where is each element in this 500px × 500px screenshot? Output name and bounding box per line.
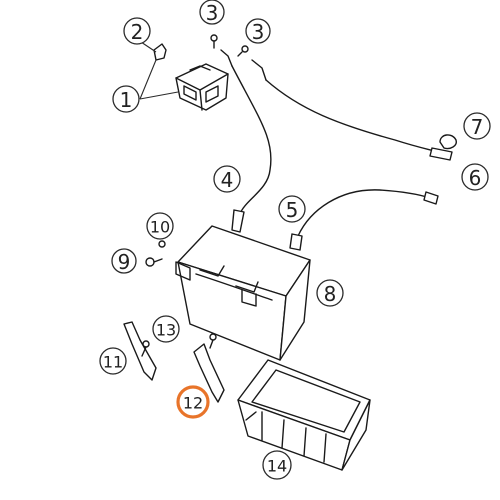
svg-text:12: 12 (183, 394, 203, 413)
callout-13: 13 (152, 315, 180, 343)
callout-14: 14 (262, 450, 292, 480)
part-strap-12 (193, 333, 225, 403)
callout-1: 1 (112, 85, 140, 113)
part-relay-block (175, 63, 229, 111)
callout-3-left: 3 (199, 0, 225, 25)
svg-text:11: 11 (103, 353, 123, 372)
callout-6: 6 (461, 163, 489, 191)
part-washer-10 (158, 240, 166, 248)
svg-text:4: 4 (221, 168, 234, 192)
callout-9: 9 (111, 248, 137, 274)
svg-text:13: 13 (156, 321, 176, 340)
svg-text:7: 7 (471, 115, 484, 139)
part-screw-top-right (237, 45, 249, 57)
svg-text:8: 8 (324, 282, 337, 306)
svg-text:2: 2 (131, 20, 144, 44)
part-cap (439, 134, 457, 150)
part-screw-13 (141, 340, 150, 357)
svg-text:6: 6 (469, 166, 482, 190)
part-clip (153, 43, 167, 61)
callout-4: 4 (213, 165, 241, 193)
part-strap-11 (123, 321, 157, 381)
callout-10: 10 (146, 212, 174, 240)
svg-text:14: 14 (267, 457, 287, 476)
callout-5: 5 (278, 195, 306, 223)
svg-text:10: 10 (150, 218, 170, 237)
callout-12: 12 (176, 385, 210, 419)
part-screw-9 (145, 257, 163, 267)
svg-text:9: 9 (118, 250, 131, 274)
svg-text:3: 3 (206, 1, 219, 25)
callout-2: 2 (123, 17, 151, 45)
callout-7: 7 (463, 112, 491, 140)
svg-text:3: 3 (252, 20, 265, 44)
part-cable-5 (289, 189, 439, 251)
callout-11: 11 (99, 347, 127, 375)
part-battery (175, 225, 311, 361)
callout-8: 8 (316, 279, 344, 307)
part-cable-negative (251, 59, 453, 161)
callout-3-right: 3 (245, 18, 271, 44)
svg-text:5: 5 (286, 198, 299, 222)
part-screw-top-left (210, 34, 218, 49)
part-tray-14 (237, 359, 371, 471)
part-cable-positive (220, 49, 272, 233)
svg-text:1: 1 (120, 88, 133, 112)
